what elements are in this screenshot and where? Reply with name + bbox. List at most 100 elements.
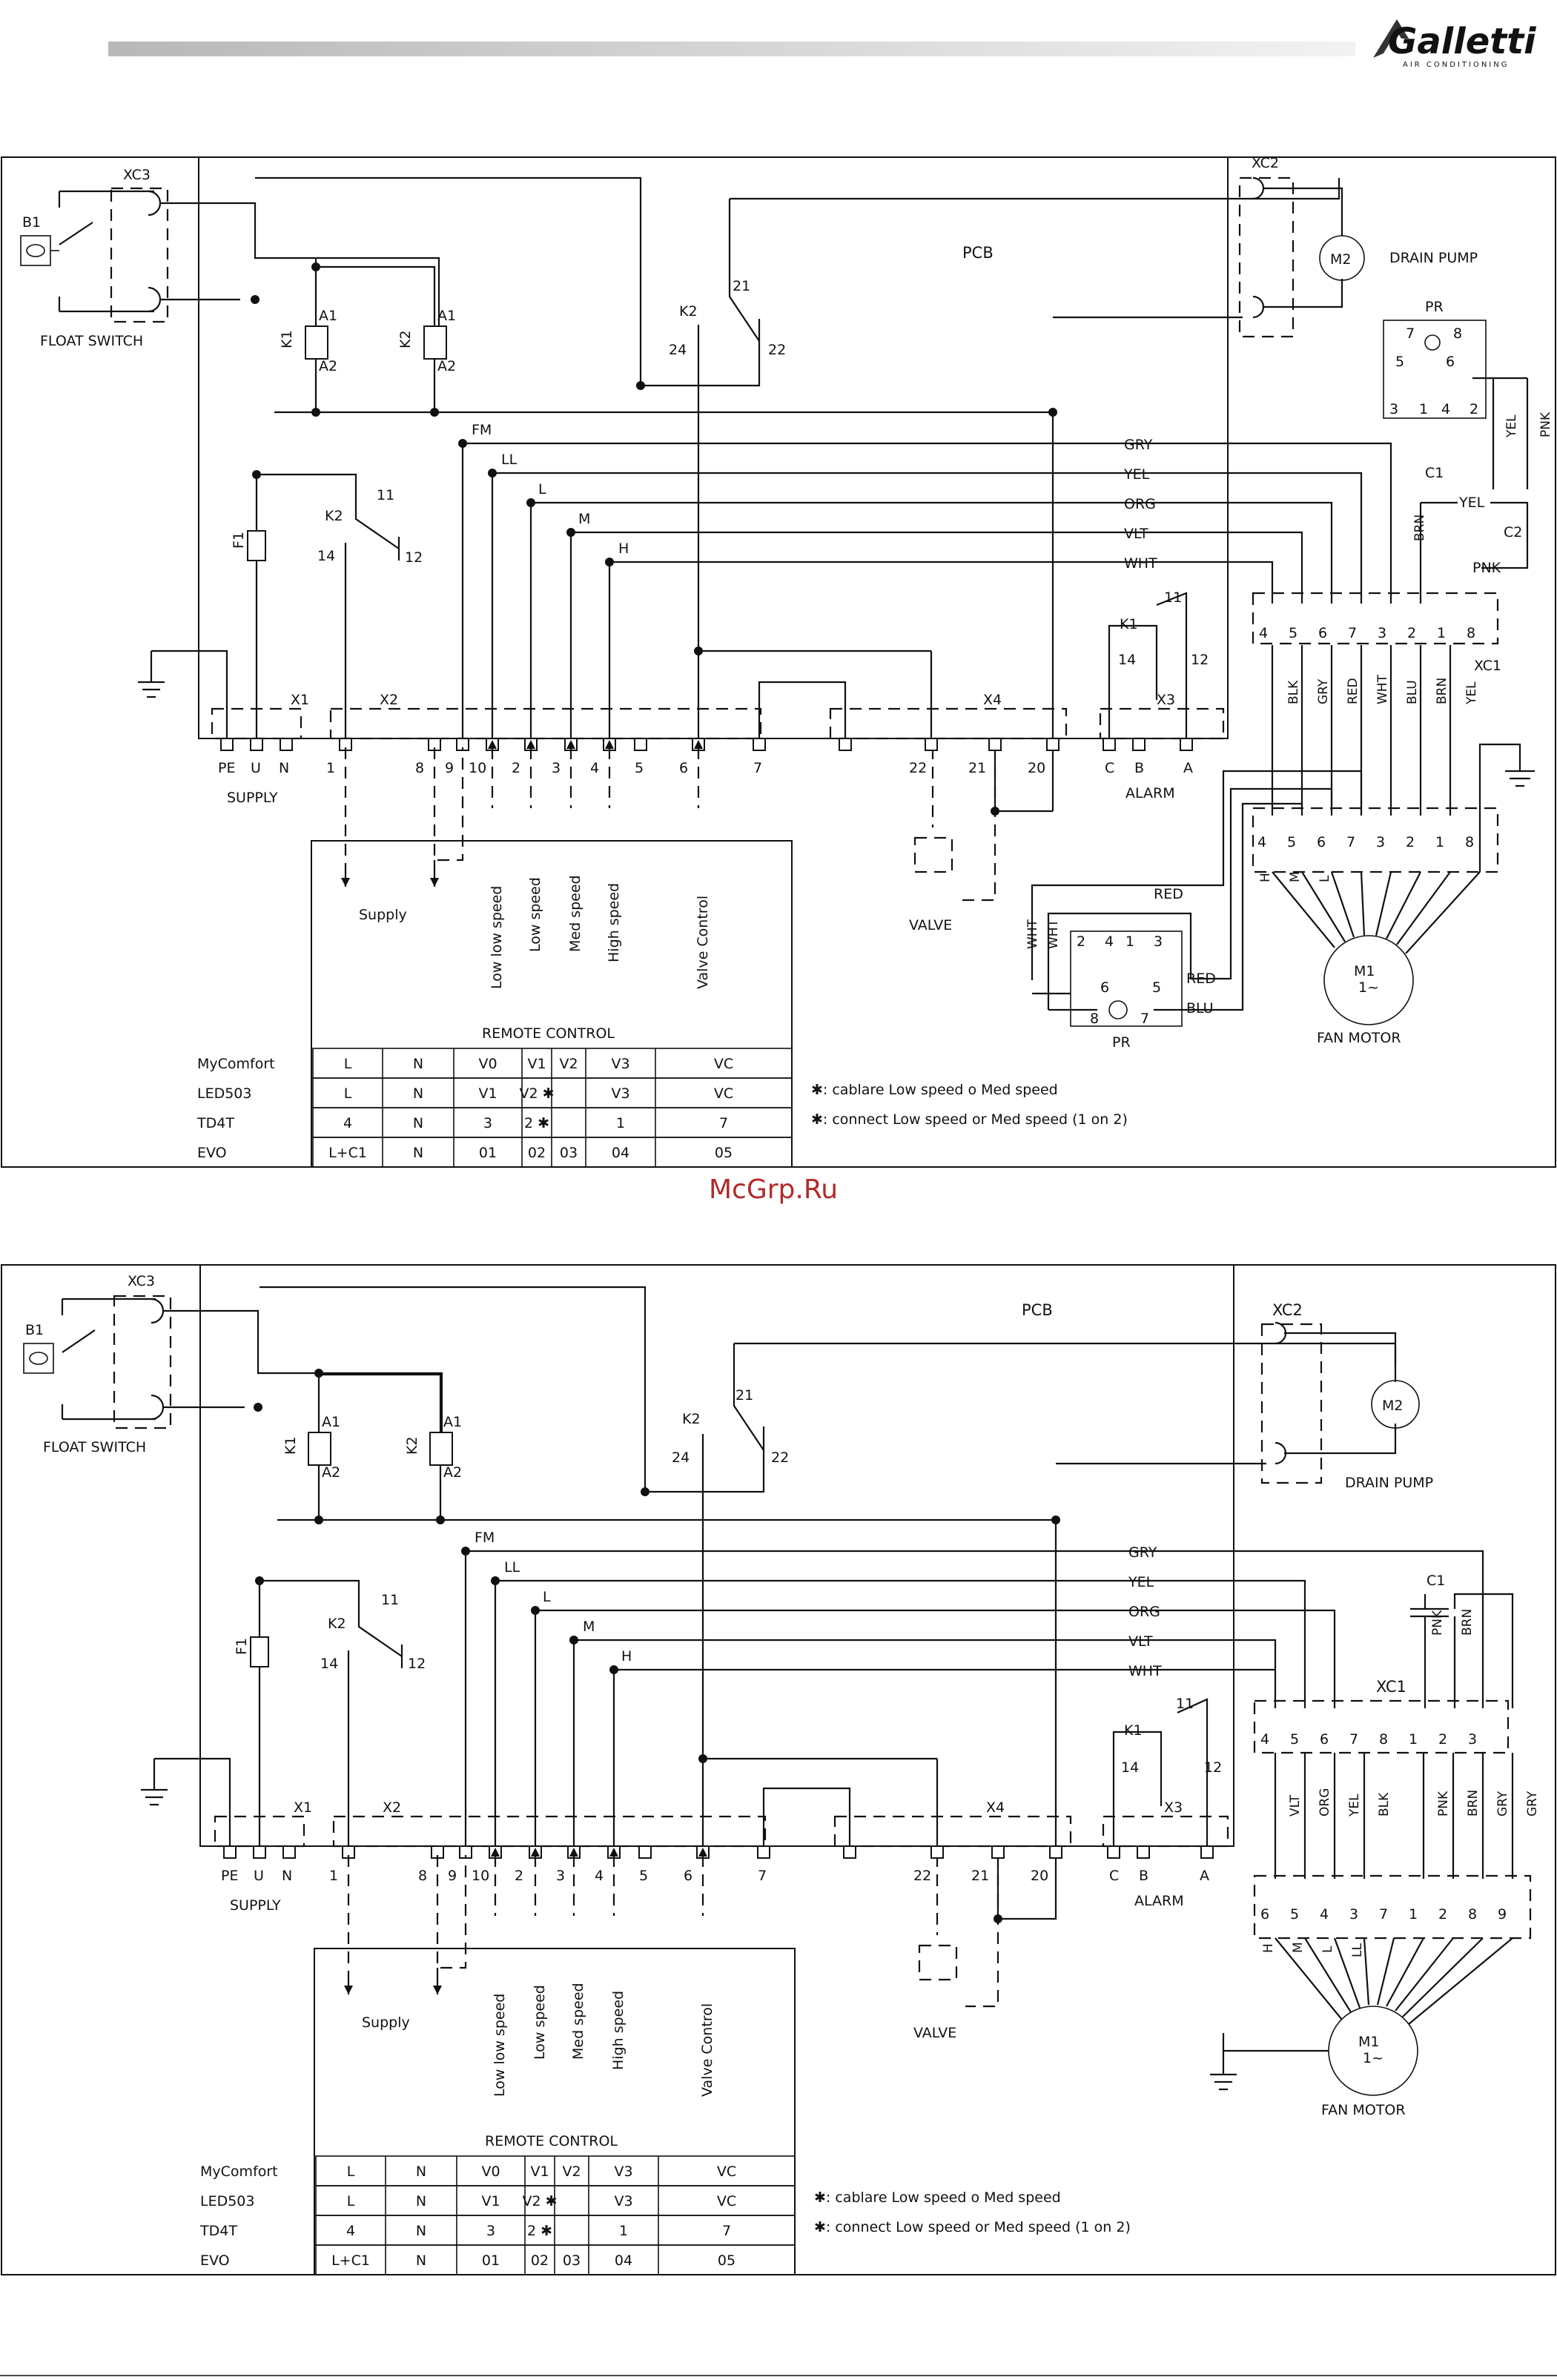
table-cell: V3 bbox=[611, 1056, 629, 1072]
xc2-label-2: XC2 bbox=[1272, 1301, 1303, 1319]
k2-a2-2: A2 bbox=[443, 1464, 462, 1481]
b1-label-2: B1 bbox=[25, 1322, 44, 1338]
rc-valve: Valve Control bbox=[695, 896, 711, 989]
diagram-1: PCB XC3 B1 FLOAT SWITCH K1 K2 A1 A2 A1 A… bbox=[1, 155, 1556, 1168]
wire-gry: GRY bbox=[1124, 437, 1153, 453]
wire-vlt: VLT bbox=[1124, 526, 1148, 542]
k2-a1: A1 bbox=[437, 308, 456, 324]
table-cell: 04 bbox=[615, 2252, 632, 2269]
k2-label-2: K2 bbox=[404, 1436, 420, 1455]
x2-2-term-7: 7 bbox=[758, 1868, 767, 1884]
supply-u: U bbox=[251, 760, 261, 776]
terminal-square bbox=[930, 1845, 944, 1859]
terminal-square bbox=[282, 1845, 296, 1859]
motor1-term-1: 1 bbox=[1435, 834, 1444, 850]
k1-label: K1 bbox=[279, 330, 295, 348]
k2-contact-21: 21 bbox=[733, 278, 750, 294]
motor1-term-8: 8 bbox=[1465, 834, 1474, 850]
xc1-2-term-2: 2 bbox=[1438, 1731, 1447, 1748]
alarm-12: 12 bbox=[1191, 652, 1209, 668]
table-cell: 1 bbox=[619, 2223, 628, 2239]
tap-h: H bbox=[618, 541, 629, 557]
table-cell: V2 ✱ bbox=[522, 2193, 557, 2209]
pr2-term-8: 8 bbox=[1090, 1011, 1099, 1027]
alarm-12-2: 12 bbox=[1204, 1759, 1222, 1776]
xc1-term-7: 7 bbox=[1348, 625, 1357, 641]
drain-pump-motor-2 bbox=[1371, 1380, 1420, 1429]
m1-phase: 1~ bbox=[1358, 979, 1379, 996]
xc1-term-5: 5 bbox=[1289, 625, 1298, 641]
f1-label: F1 bbox=[231, 532, 247, 549]
motor2-term-5: 5 bbox=[1290, 1906, 1299, 1923]
table-cell: 02 bbox=[531, 2252, 549, 2269]
note-1b: ✱: connect Low speed or Med speed (1 on … bbox=[811, 1111, 1128, 1128]
brand-logo: Galletti AIR CONDITIONING bbox=[1373, 19, 1536, 69]
drain-pump-motor bbox=[1319, 235, 1365, 281]
x2-term-8: 8 bbox=[415, 760, 424, 776]
table-cell: 2 ✱ bbox=[524, 1115, 549, 1131]
motor2-term-6: 6 bbox=[1260, 1906, 1269, 1923]
terminal-square bbox=[280, 738, 293, 751]
k2-aux-14-2: 14 bbox=[320, 1656, 338, 1672]
b1-label: B1 bbox=[22, 214, 41, 231]
k2-contact-21-2: 21 bbox=[735, 1387, 753, 1404]
x4-label: X4 bbox=[983, 692, 1002, 708]
note-2a: ✱: cablare Low speed o Med speed bbox=[814, 2189, 1061, 2206]
rc2-title: REMOTE CONTROL bbox=[485, 2133, 618, 2149]
xc1-label-2: XC1 bbox=[1376, 1678, 1406, 1696]
table-row bbox=[315, 2244, 796, 2275]
pr2-term-4: 4 bbox=[1105, 933, 1114, 950]
x2-term-4: 4 bbox=[590, 760, 599, 776]
k1-contact-12: 12 bbox=[405, 549, 423, 566]
table-cell: L bbox=[347, 2193, 355, 2209]
motor1-speed-m: M bbox=[1288, 871, 1303, 882]
table-cell: V3 bbox=[611, 1085, 629, 1102]
tap-ll: LL bbox=[501, 452, 518, 468]
table2-row-name: LED503 bbox=[200, 2193, 255, 2209]
rc-supply: Supply bbox=[359, 907, 407, 923]
f1-fuse bbox=[247, 530, 266, 561]
motor2-term-1: 1 bbox=[1409, 1906, 1418, 1923]
pr2-term-2: 2 bbox=[1077, 933, 1085, 950]
xc1-2-wire-vlt: VLT bbox=[1288, 1794, 1303, 1817]
table-cell: V1 bbox=[478, 1085, 497, 1102]
diagram-1-frame bbox=[1, 156, 1556, 1168]
motor1-speed-l: L bbox=[1318, 875, 1332, 882]
terminal-strip-2: VALVE K1 11 14 12 ALARM X1 X2 X4 X3 PE U… bbox=[214, 1696, 1229, 2041]
speed-taps-2: FM LL L M H GRY YEL ORG VLT WHT bbox=[461, 1530, 1484, 1846]
diagram-2: PCB XC3 B1 FLOAT SWITCH K1 K2 A1 A2 A1 A… bbox=[1, 1264, 1556, 2275]
xc3-socket-bottom bbox=[148, 286, 162, 313]
xc1-2-wire-yel: YEL bbox=[1347, 1794, 1362, 1817]
rc-low-low: Low low speed bbox=[489, 886, 505, 989]
m1-phase-2: 1~ bbox=[1363, 2050, 1384, 2066]
brn-wire-label: BRN bbox=[1412, 515, 1427, 541]
wire-wht: WHT bbox=[1124, 555, 1157, 572]
pr-wire-yel: YEL bbox=[1504, 414, 1519, 438]
pr-term-2: 2 bbox=[1470, 401, 1478, 417]
table-cell: 03 bbox=[563, 2252, 581, 2269]
table1-row-name: LED503 bbox=[197, 1085, 252, 1102]
xc1-2-wire-brn: BRN bbox=[1466, 1790, 1481, 1817]
pr-selector bbox=[1383, 320, 1487, 419]
xc1-2-term-1: 1 bbox=[1409, 1731, 1418, 1748]
xc3-label-2: XC3 bbox=[128, 1273, 155, 1289]
k2-contact-22-2: 22 bbox=[771, 1450, 789, 1466]
motor1-term-7: 7 bbox=[1346, 834, 1355, 850]
xc1-term-4: 4 bbox=[1259, 625, 1268, 641]
rc-high: High speed bbox=[606, 883, 622, 962]
xc1-2-term-3: 3 bbox=[1468, 1731, 1477, 1748]
x2-2-term-4: 4 bbox=[595, 1868, 604, 1884]
k2-contact-22: 22 bbox=[768, 342, 786, 358]
pr2-term-7: 7 bbox=[1140, 1011, 1149, 1027]
pr2-wire-blu: BLU bbox=[1186, 1000, 1214, 1017]
x2-term-7: 7 bbox=[753, 760, 762, 776]
table-row bbox=[312, 1137, 793, 1168]
pr-term-6: 6 bbox=[1446, 354, 1455, 370]
table-cell: V1 bbox=[527, 1056, 546, 1072]
tap-m: M bbox=[578, 511, 590, 527]
note-2b: ✱: connect Low speed or Med speed (1 on … bbox=[814, 2219, 1131, 2235]
rc2-valve: Valve Control bbox=[699, 2003, 715, 2097]
motor1-term-2: 2 bbox=[1406, 834, 1415, 850]
table-cell: 4 bbox=[343, 1115, 352, 1131]
xc1-2-wire-blk: BLK bbox=[1377, 1792, 1392, 1817]
